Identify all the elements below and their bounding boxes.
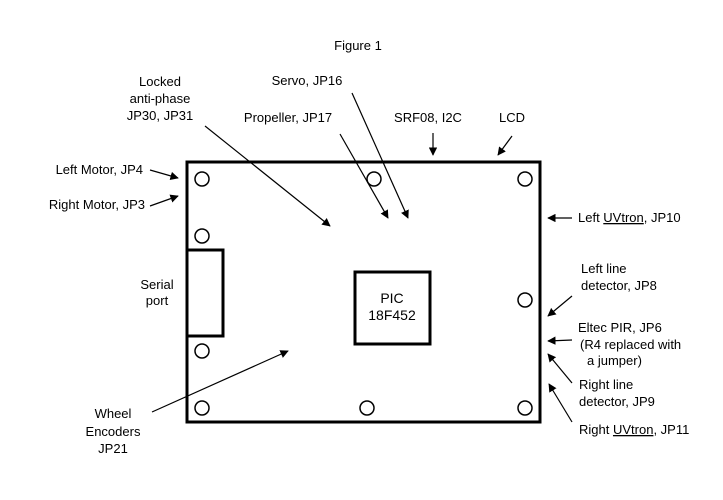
circuit-board	[185, 160, 542, 424]
right-uvtron-label: Right UVtron, JP11	[579, 422, 689, 437]
pic-chip-label-line1: PIC	[380, 290, 403, 306]
wheel-label-line3: JP21	[98, 441, 128, 456]
left-motor-label: Left Motor, JP4	[56, 162, 143, 177]
propeller-arrow	[339, 133, 389, 219]
servo-label: Servo, JP16	[272, 73, 343, 88]
eltec-arrow	[547, 336, 573, 345]
serial-port-label-line2: port	[146, 293, 169, 308]
lcd-arrow	[497, 135, 513, 156]
pic-chip	[353, 270, 432, 346]
right-uvtron-arrow	[548, 383, 573, 423]
locked-label-line3: JP30, JP31	[127, 108, 194, 123]
servo-arrow	[351, 92, 409, 219]
left-uvtron-label: Left UVtron, JP10	[578, 210, 681, 225]
propeller-label: Propeller, JP17	[244, 110, 332, 125]
left-line-arrow	[547, 295, 573, 317]
pic-chip-label-line2: 18F452	[368, 307, 416, 323]
mounting-hole	[194, 343, 210, 359]
left-motor-arrow	[149, 169, 179, 180]
right-line-arrow	[547, 353, 573, 384]
eltec-label-line2: (R4 replaced with	[580, 337, 681, 352]
mounting-hole	[194, 228, 210, 244]
eltec-label-line3: a jumper)	[587, 353, 642, 368]
mounting-hole	[517, 400, 533, 416]
wheel-label-line2: Encoders	[86, 424, 141, 439]
wheel-arrow	[151, 350, 289, 413]
left-line-label-line1: Left line	[581, 261, 627, 276]
locked-label-line2: anti-phase	[130, 91, 191, 106]
locked-label-line1: Locked	[139, 74, 181, 89]
right-line-label-line1: Right line	[579, 377, 633, 392]
locked-arrow	[204, 125, 331, 227]
lcd-label: LCD	[499, 110, 525, 125]
serial-port-connector	[185, 248, 225, 338]
wheel-label-line1: Wheel	[95, 406, 132, 421]
right-line-label-line2: detector, JP9	[579, 394, 655, 409]
eltec-label-line1: Eltec PIR, JP6	[578, 320, 662, 335]
right-motor-arrow	[149, 194, 179, 207]
mounting-hole	[517, 171, 533, 187]
serial-port-label-line1: Serial	[140, 277, 173, 292]
figure-title: Figure 1	[334, 38, 382, 53]
mounting-hole	[366, 171, 382, 187]
mounting-hole	[359, 400, 375, 416]
mounting-hole	[194, 400, 210, 416]
right-motor-label: Right Motor, JP3	[49, 197, 145, 212]
mounting-hole	[194, 171, 210, 187]
srf08-label: SRF08, I2C	[394, 110, 462, 125]
mounting-hole	[517, 292, 533, 308]
left-line-label-line2: detector, JP8	[581, 278, 657, 293]
